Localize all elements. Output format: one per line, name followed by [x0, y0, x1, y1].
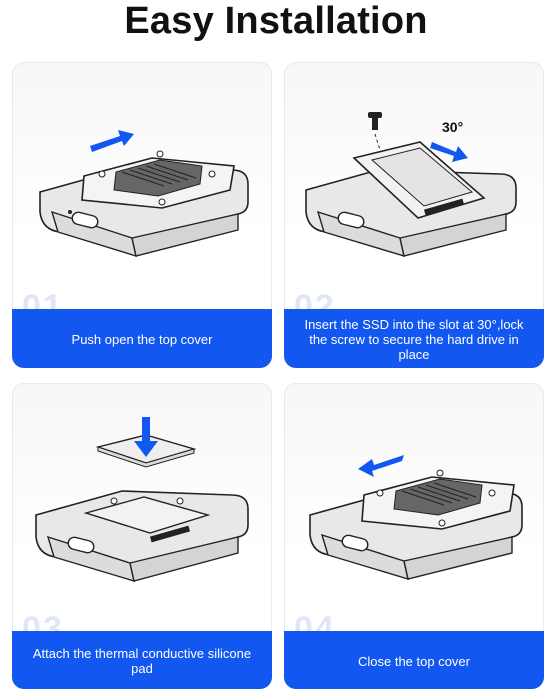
step-card-1: 01 Push open the top cover: [12, 62, 272, 368]
screw-icon: [368, 112, 382, 130]
arrow-down-icon: [134, 417, 158, 457]
step-2-illustration: 30°: [305, 112, 517, 258]
step-1-illustration: [39, 130, 249, 258]
arrow-right-icon: [90, 130, 134, 152]
angle-label: 30°: [442, 119, 463, 135]
step-card-4: 04 Close the top cover: [284, 383, 544, 689]
step-4-illustration: [309, 455, 523, 581]
step-card-3: 03 Attach the thermal conductive silicon…: [12, 383, 272, 689]
step-caption: Push open the top cover: [12, 309, 272, 368]
step-3-illustration: [35, 417, 249, 583]
step-caption: Attach the thermal conductive silicone p…: [12, 631, 272, 689]
arrow-right-icon: [430, 142, 468, 162]
step-caption: Insert the SSD into the slot at 30°,lock…: [284, 309, 544, 368]
arrow-left-icon: [358, 455, 404, 477]
step-card-2: 30° 02 Insert the SSD into the slot at 3…: [284, 62, 544, 368]
page-title: Easy Installation: [124, 0, 428, 42]
step-caption: Close the top cover: [284, 631, 544, 689]
